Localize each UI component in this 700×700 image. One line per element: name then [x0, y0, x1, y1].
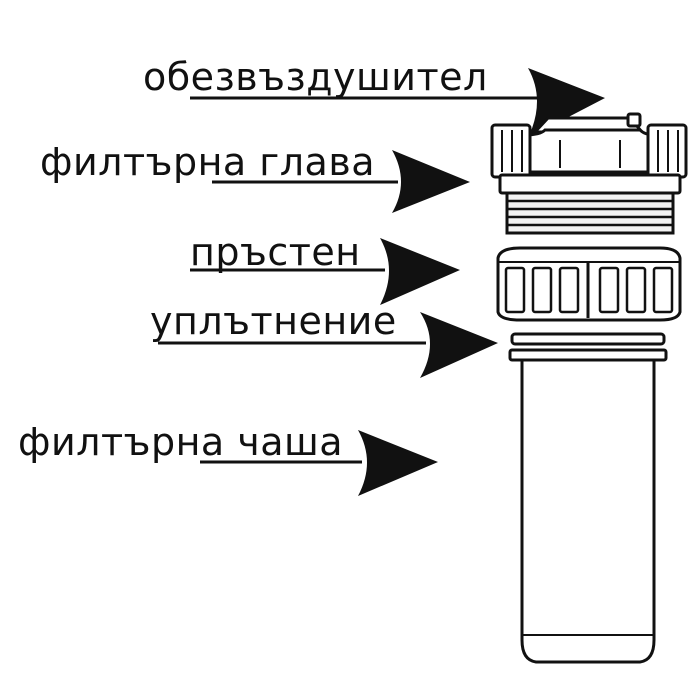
arrow-seal [158, 312, 498, 378]
label-ring: пръстен [190, 230, 361, 274]
label-filter-bowl: филтърна чаша [18, 420, 344, 464]
arrow-bowl [200, 430, 438, 496]
filter-bowl [508, 348, 668, 664]
filter-head [490, 112, 688, 235]
label-vent: обезвъздушител [143, 55, 488, 99]
arrow-head [212, 150, 470, 213]
label-filter-head: филтърна глава [40, 140, 376, 184]
o-ring-seal [510, 332, 666, 346]
label-seal: уплътнение [150, 299, 397, 343]
ring-nut [496, 246, 682, 322]
arrow-ring [190, 238, 460, 305]
